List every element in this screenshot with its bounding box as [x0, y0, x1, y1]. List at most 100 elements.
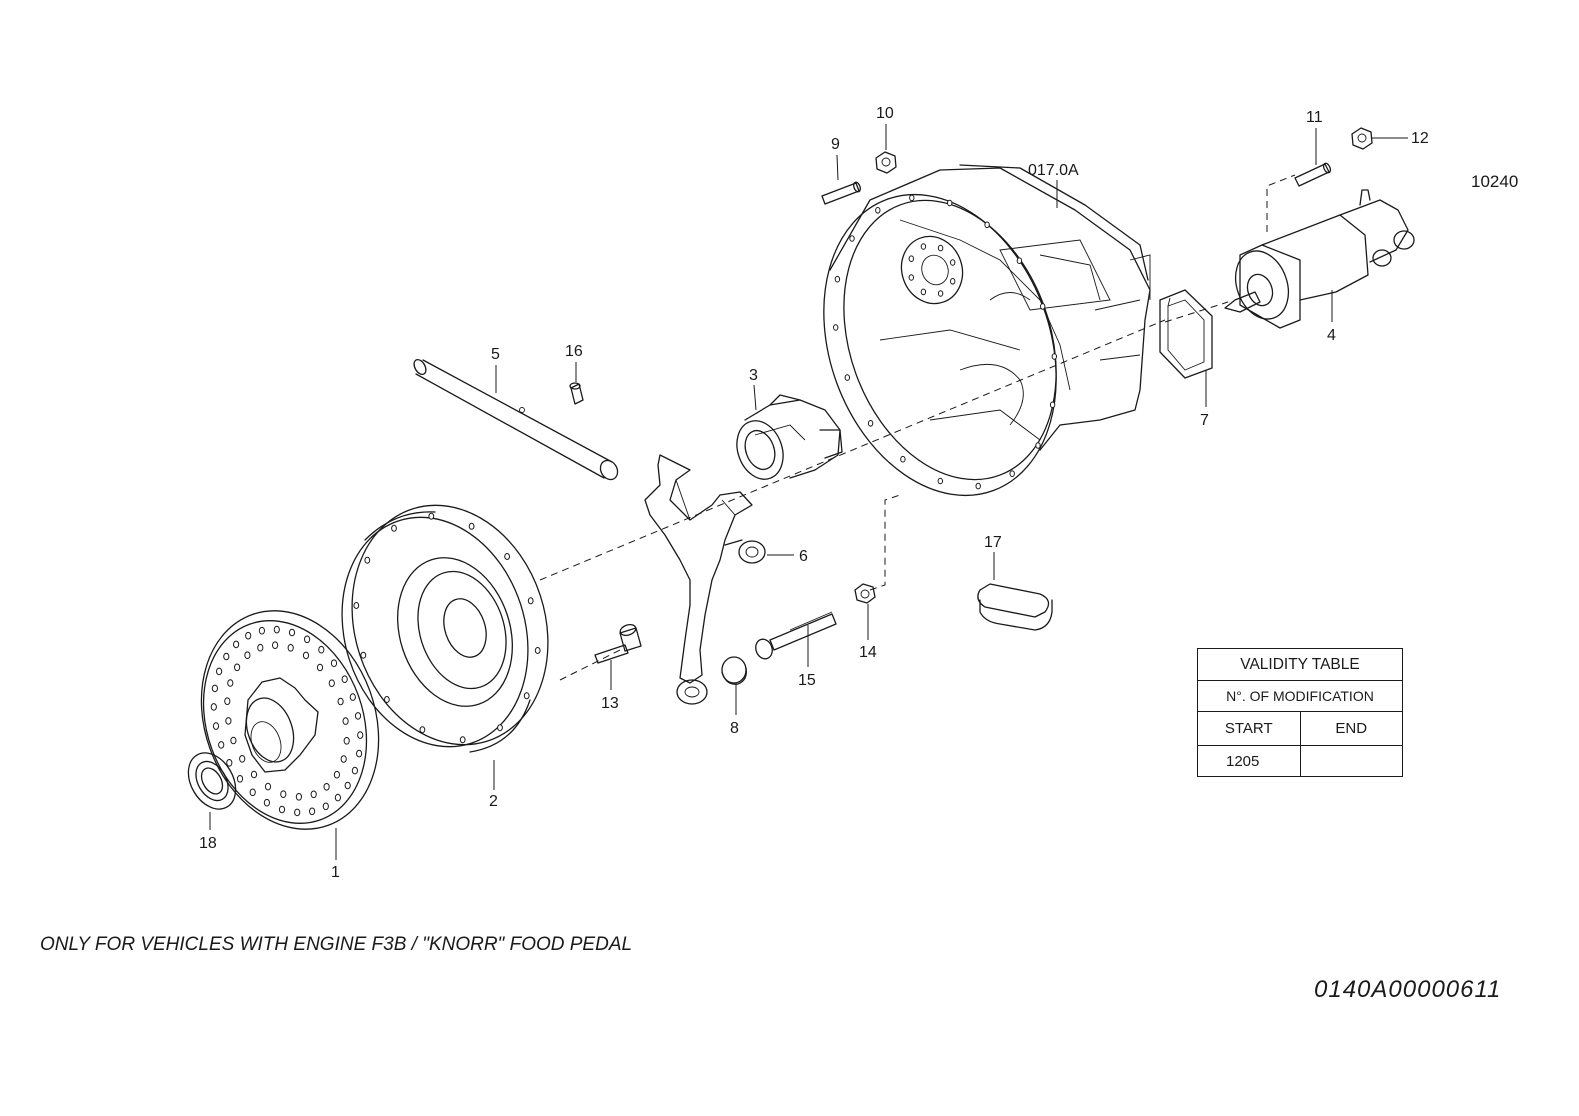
- cover-bolt-hole: [468, 522, 475, 530]
- validity-end-value: [1299, 745, 1403, 777]
- part-code: 0140A00000611: [1314, 976, 1502, 1003]
- disc-hole: [318, 645, 325, 654]
- housing-bolt-hole: [1009, 470, 1015, 478]
- disc-hole: [342, 717, 349, 725]
- disc-hole: [250, 770, 258, 779]
- part-6-release-fork: [644, 454, 766, 705]
- cover-bolt-hole: [459, 736, 466, 744]
- disc-hole: [263, 798, 270, 807]
- disc-hole: [223, 652, 230, 661]
- part-9-stud: [821, 181, 861, 205]
- housing-bolt-hole: [909, 194, 915, 202]
- cover-bolt-hole: [364, 556, 371, 564]
- disc-hole: [322, 802, 329, 811]
- cover-bolt-hole: [504, 553, 511, 560]
- cover-bolt-hole: [360, 651, 367, 659]
- housing-bolt-hole: [1051, 353, 1058, 360]
- housing-bolt-hole: [908, 274, 914, 281]
- drawing-number: 10240: [1471, 172, 1519, 191]
- housing-bolt-hole: [908, 255, 914, 263]
- disc-hole: [344, 781, 351, 790]
- disc-hole: [310, 790, 317, 799]
- housing-bolt-hole: [920, 243, 927, 250]
- disc-hole: [340, 755, 347, 763]
- disc-hole: [264, 782, 272, 791]
- part-11-stud: [1294, 162, 1332, 187]
- part-8-cap: [721, 656, 747, 685]
- part-14-nut: [854, 583, 876, 604]
- housing-bolt-hole: [1016, 257, 1023, 265]
- disc-hole: [234, 663, 241, 672]
- housing-bolt-hole: [1049, 401, 1056, 409]
- disc-hole: [226, 759, 233, 767]
- part-7-gasket: [1159, 289, 1213, 379]
- part-1-clutch-disc: [200, 610, 380, 830]
- housing-bolt-hole: [834, 275, 841, 283]
- disc-hole: [309, 807, 316, 816]
- disc-hole: [295, 793, 302, 801]
- disc-hole: [280, 790, 287, 799]
- disc-hole: [230, 736, 237, 745]
- housing-bolt-hole: [875, 207, 881, 214]
- callout-1: 1: [331, 864, 340, 881]
- validity-start-value: 1205: [1197, 745, 1301, 777]
- disc-hole: [316, 663, 324, 672]
- housing-bolt-hole: [975, 482, 981, 490]
- assembly-reference-label: 017.0A: [1028, 162, 1079, 179]
- validity-table-subtitle: N°. OF MODIFICATION: [1197, 680, 1403, 712]
- disc-hole: [218, 741, 225, 749]
- disc-hole: [356, 749, 363, 758]
- part-15-adjuster-bolt: [755, 611, 837, 660]
- cover-bolt-hole: [353, 602, 360, 609]
- validity-end-header: END: [1299, 711, 1403, 746]
- housing-bolt-hole: [937, 477, 943, 485]
- callout-9: 9: [831, 136, 840, 153]
- disc-hole: [227, 679, 234, 687]
- disc-hole: [349, 693, 356, 701]
- disc-hole: [357, 731, 364, 739]
- callout-8: 8: [730, 720, 739, 737]
- callout-18: 18: [199, 835, 217, 852]
- disc-hole: [302, 651, 310, 660]
- disc-hole: [288, 628, 296, 637]
- disc-hole: [211, 684, 218, 693]
- callout-11: 11: [1306, 109, 1323, 126]
- disc-hole: [294, 808, 301, 817]
- disc-hole: [249, 788, 256, 797]
- part-4-servo-cylinder: [1224, 189, 1415, 329]
- callout-2: 2: [489, 793, 498, 810]
- disc-hole: [323, 783, 330, 791]
- callout-7: 7: [1200, 412, 1209, 429]
- footnote: ONLY FOR VEHICLES WITH ENGINE F3B / "KNO…: [40, 934, 633, 955]
- callout-3: 3: [749, 367, 758, 384]
- disc-hole: [236, 775, 244, 783]
- housing-bolt-hole: [984, 221, 990, 229]
- cover-bolt-hole: [391, 524, 397, 532]
- part-2-clutch-cover: [341, 504, 549, 753]
- validity-table: VALIDITY TABLE N°. OF MODIFICATION START…: [1197, 648, 1403, 777]
- cover-bolt-hole: [428, 512, 435, 520]
- callout-4: 4: [1327, 327, 1336, 344]
- part-12-nut: [1351, 127, 1373, 150]
- housing-bolt-hole: [1035, 442, 1041, 449]
- validity-start-header: START: [1197, 711, 1301, 746]
- housing-bolt-hole: [867, 420, 874, 427]
- part-5-shaft: [413, 358, 619, 481]
- housing-bolt-hole: [900, 455, 906, 463]
- part-16-pin: [569, 382, 584, 405]
- disc-hole: [287, 644, 294, 652]
- part-13-bolt: [594, 623, 642, 664]
- callout-12: 12: [1411, 130, 1429, 147]
- callout-labels: 1 2 3 4 5 6 7 8 9 10 11 12 13 14 15 16 1…: [199, 105, 1429, 881]
- housing-bolt-hole: [950, 278, 956, 285]
- disc-hole: [330, 659, 338, 668]
- disc-hole: [337, 697, 344, 706]
- part-3-release-bearing: [736, 394, 843, 480]
- disc-hole: [239, 755, 246, 763]
- disc-hole: [278, 805, 286, 814]
- cover-bolt-hole: [384, 696, 390, 703]
- disc-hole: [257, 643, 264, 652]
- disc-hole: [258, 626, 265, 635]
- housing-bolt-hole: [937, 290, 944, 297]
